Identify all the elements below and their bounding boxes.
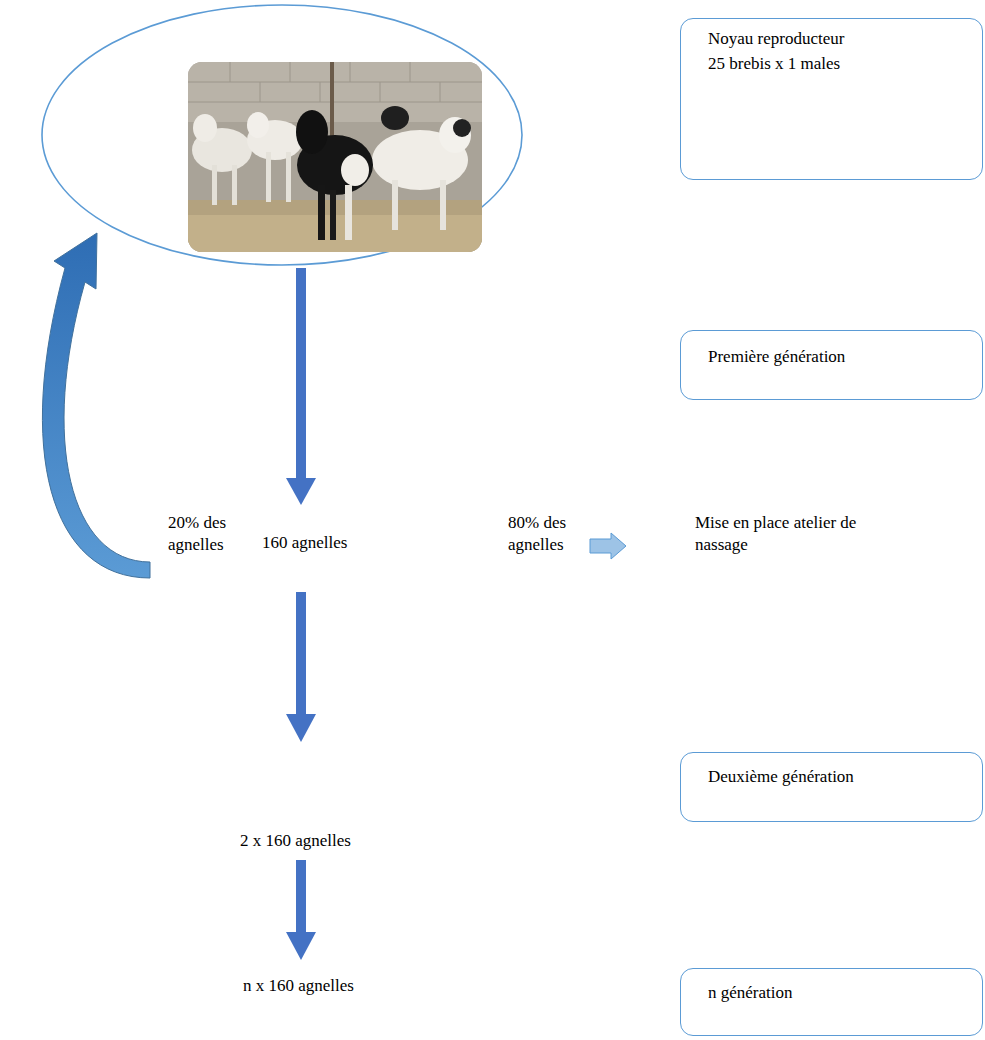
flock-photo bbox=[188, 62, 482, 252]
stage-box: Noyau reproducteur25 brebis x 1 males bbox=[680, 18, 983, 180]
stage-text: Noyau reproducteur bbox=[708, 27, 972, 52]
flow-label: 160 agnelles bbox=[262, 532, 347, 554]
flow-label: n x 160 agnelles bbox=[243, 975, 354, 997]
side-arrow bbox=[590, 533, 626, 559]
stage-text: 25 brebis x 1 males bbox=[708, 52, 972, 77]
flow-label-box: n x 160 agnelles bbox=[243, 975, 354, 997]
flow-label-box: 80% des agnelles bbox=[508, 512, 586, 556]
flow-label: 2 x 160 agnelles bbox=[240, 830, 351, 852]
flow-label-box: Mise en place atelier de nassage bbox=[695, 512, 900, 556]
return-arrow bbox=[42, 233, 150, 578]
stage-text: Deuxième génération bbox=[708, 765, 972, 790]
stage-text: n génération bbox=[708, 981, 972, 1006]
stage-box: Deuxième génération bbox=[680, 752, 983, 822]
flow-label-box: 160 agnelles bbox=[262, 532, 347, 554]
stage-box: Première génération bbox=[680, 330, 983, 400]
flow-arrows bbox=[286, 268, 316, 960]
nucleus-ellipse bbox=[42, 5, 522, 265]
flow-label: 20% des agnelles bbox=[168, 512, 246, 556]
stage-box: n génération bbox=[680, 968, 983, 1036]
flow-label: Mise en place atelier de nassage bbox=[695, 512, 900, 556]
flow-label-box: 2 x 160 agnelles bbox=[240, 830, 351, 852]
flow-label: 80% des agnelles bbox=[508, 512, 586, 556]
stage-text: Première génération bbox=[708, 345, 972, 370]
flow-label-box: 20% des agnelles bbox=[168, 512, 246, 556]
